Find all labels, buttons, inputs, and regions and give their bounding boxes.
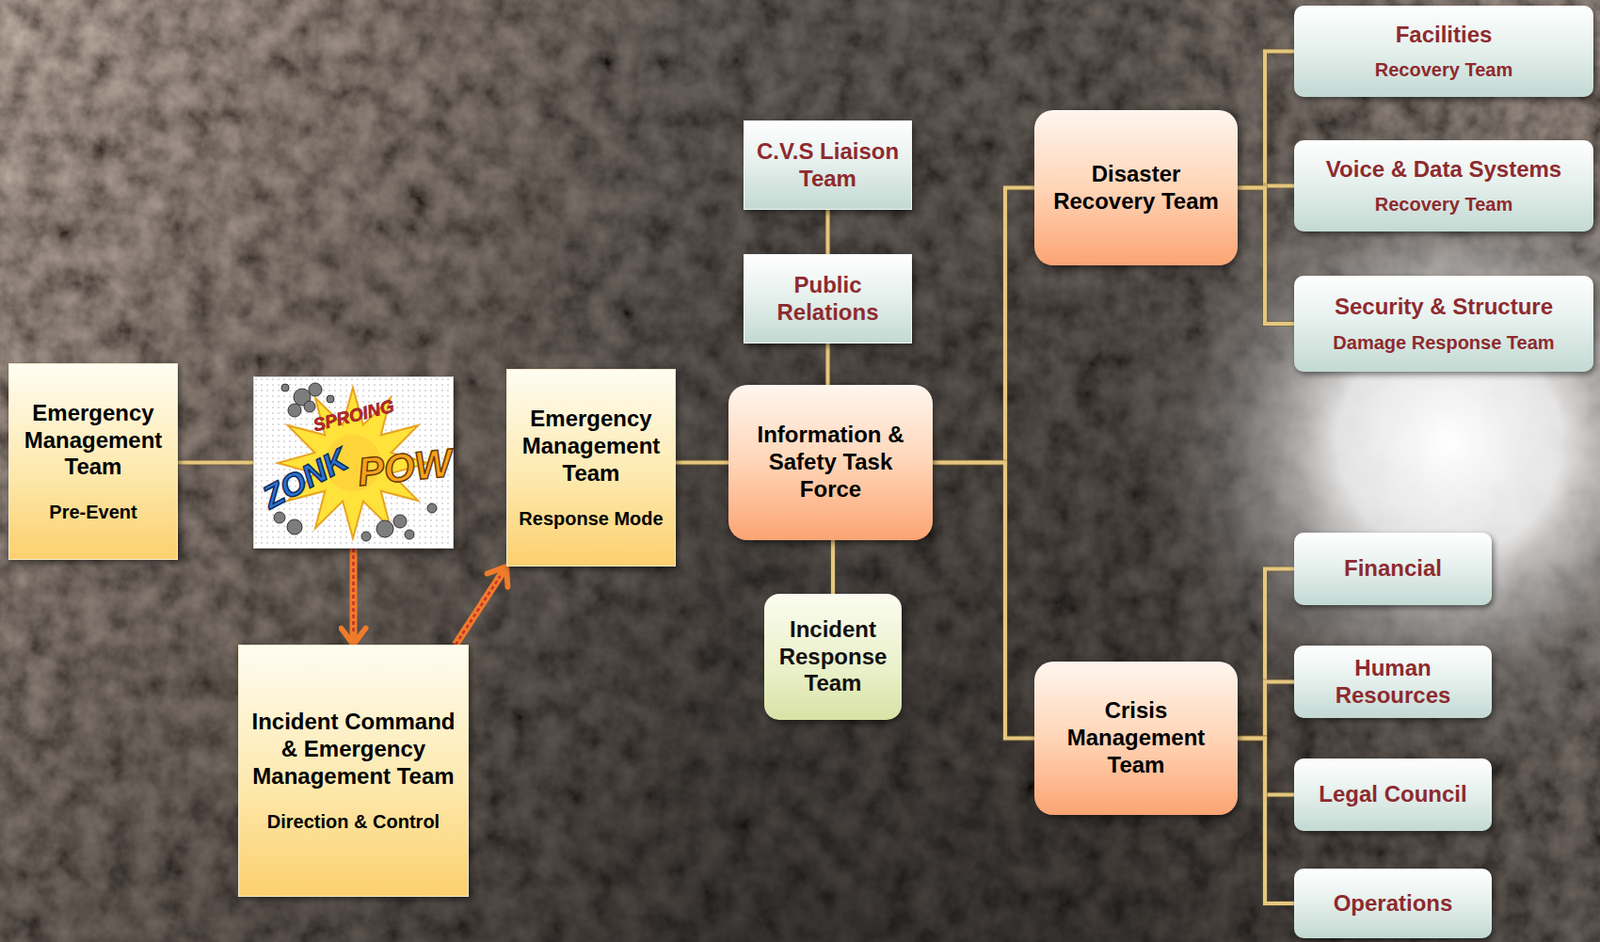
box-subtitle: Response Mode	[518, 508, 663, 530]
connector-line	[932, 188, 1035, 464]
box-title: Crisis Management Team	[1043, 697, 1229, 779]
sub-team-box: Legal Council	[1294, 758, 1492, 832]
connector-path	[1237, 51, 1295, 189]
connector-shadow	[932, 463, 1035, 739]
arrow-core	[455, 576, 501, 645]
comic-burst	[253, 376, 454, 549]
connector-shadow	[1237, 682, 1295, 739]
box-title: Emergency Management Team	[18, 400, 168, 481]
box-title: Incident Command & Emergency Management …	[248, 708, 459, 790]
box-title: Voice & Data Systems	[1326, 156, 1562, 184]
connector-path	[177, 461, 254, 465]
connector-line	[1237, 738, 1295, 905]
connector-line	[827, 209, 829, 255]
box-title: Disaster Recovery Team	[1043, 160, 1229, 216]
arrow-core	[352, 548, 355, 634]
box-title: Public Relations	[753, 272, 902, 327]
box-title: C.V.S Liaison Team	[753, 138, 902, 193]
connector-line	[932, 463, 1035, 739]
connector-shadow	[177, 460, 254, 466]
box-subtitle: Pre-Event	[48, 501, 137, 524]
connector-line	[675, 462, 729, 464]
halftone	[253, 376, 454, 549]
connector-shadow	[1237, 188, 1295, 325]
connector-line	[1237, 51, 1295, 189]
box-subtitle: Recovery Team	[1375, 193, 1513, 216]
connector-shadow	[675, 460, 729, 466]
connector-line	[832, 540, 834, 594]
connector-path	[675, 461, 729, 465]
connector-path	[455, 566, 507, 645]
box-title: Financial	[1344, 555, 1442, 583]
box-title: Security & Structure	[1334, 293, 1553, 321]
box-title: Information & Safety Task Force	[737, 421, 924, 503]
box-subtitle: Direction & Control	[267, 811, 440, 833]
box-title: Facilities	[1395, 21, 1493, 49]
connector-path	[1237, 569, 1295, 739]
box-subtitle: Recovery Team	[1375, 59, 1513, 81]
connector-shadow	[1237, 569, 1295, 739]
comic-image: SPROINGZONKPOW	[253, 376, 454, 549]
box-title: Emergency Management Team	[516, 405, 666, 487]
connector-shadow	[825, 209, 832, 255]
team-box: Emergency Management TeamResponse Mode	[506, 368, 676, 567]
sub-team-box: Human Resources	[1294, 645, 1492, 719]
team-box: Emergency Management TeamPre-Event	[8, 363, 178, 560]
team-box: Incident Command & Emergency Management …	[238, 644, 469, 897]
connector-shadow	[825, 343, 832, 385]
sub-team-box: Security & StructureDamage Response Team	[1294, 275, 1594, 372]
sub-team-box: Financial	[1294, 532, 1492, 606]
team-box: Incident Response Team	[764, 593, 902, 720]
sound-word: ZONK	[256, 441, 353, 517]
sound-word: POW	[355, 440, 455, 496]
connector-path	[1237, 188, 1295, 325]
hub-box: Crisis Management Team	[1034, 661, 1238, 816]
liaison-box: Public Relations	[743, 254, 912, 344]
connector-shadow	[830, 540, 836, 594]
connector-line	[177, 462, 254, 464]
connector-line	[827, 343, 829, 385]
connector-line	[1237, 188, 1295, 325]
connector-path	[350, 548, 358, 645]
connector-path	[826, 343, 831, 385]
hub-box: Disaster Recovery Team	[1034, 110, 1238, 266]
sub-team-box: Operations	[1294, 868, 1492, 939]
sub-team-box: Voice & Data SystemsRecovery Team	[1294, 140, 1594, 232]
connector-path	[932, 188, 1035, 464]
flow-arrow	[352, 548, 354, 645]
connector-path	[932, 463, 1035, 739]
flow-arrow	[455, 566, 507, 645]
liaison-box: C.V.S Liaison Team	[743, 120, 912, 210]
box-subtitle: Damage Response Team	[1332, 332, 1554, 354]
box-title: Legal Council	[1318, 781, 1467, 809]
hub-box: Information & Safety Task Force	[728, 384, 933, 541]
sub-team-box: FacilitiesRecovery Team	[1294, 5, 1594, 97]
connector-path	[1237, 738, 1295, 905]
connector-line	[1237, 569, 1295, 739]
sound-word: SPROING	[311, 396, 397, 437]
connector-line	[1237, 682, 1295, 739]
box-title: Incident Response Team	[773, 616, 893, 698]
connector-shadow	[1237, 51, 1295, 189]
connector-shadow	[932, 188, 1035, 464]
connector-path	[831, 540, 835, 594]
connector-path	[826, 209, 831, 255]
connector-shadow	[1237, 738, 1295, 905]
connector-path	[1237, 682, 1295, 739]
box-title: Operations	[1333, 890, 1454, 918]
box-title: Human Resources	[1303, 655, 1483, 710]
comic-ground	[253, 376, 454, 549]
